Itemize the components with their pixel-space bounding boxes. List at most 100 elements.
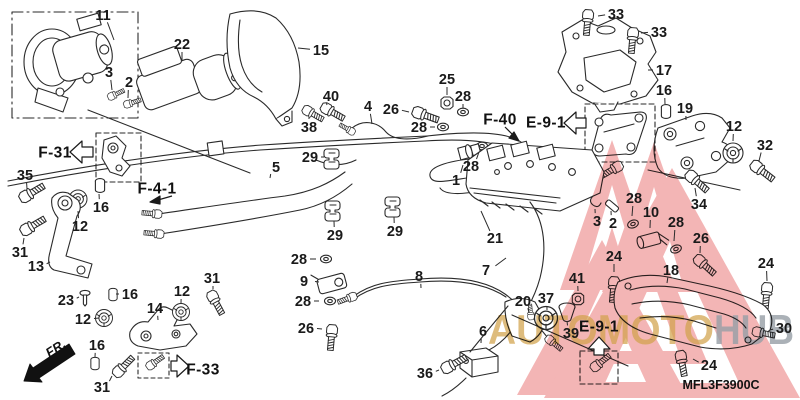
washer-28-drawing — [456, 107, 470, 117]
part-callout-14: 14 — [147, 301, 163, 317]
callout-leader-line — [480, 210, 491, 232]
f31-open-arrow-left-icon — [69, 140, 94, 164]
callout-leader-line — [76, 296, 80, 299]
callout-leader-line — [314, 281, 320, 283]
part-callout-29: 29 — [387, 224, 403, 240]
collar-16-drawing — [108, 287, 118, 302]
part-callout-31: 31 — [12, 245, 28, 261]
part-callout-39: 39 — [563, 326, 579, 342]
callout-leader-line — [22, 237, 25, 245]
part-callout-2: 2 — [609, 216, 617, 232]
part-callout-10: 10 — [643, 205, 659, 221]
callout-leader-line — [495, 257, 507, 267]
part-callout-38: 38 — [301, 120, 317, 136]
cover-drawing — [226, 10, 301, 127]
e91-bracket-drawing — [591, 111, 647, 157]
part-callout-20: 20 — [515, 294, 531, 310]
bolt-31-drawing — [17, 213, 49, 238]
part-callout-28: 28 — [295, 294, 311, 310]
side-bracket-drawing — [647, 112, 741, 191]
f33-open-arrow-right-icon — [170, 354, 190, 378]
part-callout-33: 33 — [608, 7, 624, 23]
part-callout-11: 11 — [95, 8, 110, 24]
part-callout-28: 28 — [463, 159, 479, 175]
part-callout-16: 16 — [656, 83, 672, 99]
f41-arrowhead-icon — [149, 195, 161, 205]
part-callout-15: 15 — [313, 43, 329, 59]
part-callout-17: 17 — [656, 63, 672, 79]
callout-leader-line — [46, 261, 51, 265]
part-callout-26: 26 — [693, 231, 709, 247]
part-callout-18: 18 — [663, 263, 679, 279]
part-callout-24: 24 — [701, 358, 717, 374]
leader-line — [87, 109, 251, 174]
ref-label-f-4-1: F-4-1 — [137, 180, 176, 197]
part-callout-24: 24 — [606, 249, 622, 265]
bolt-drawing — [144, 352, 167, 372]
part-callout-21: 21 — [487, 231, 503, 247]
callout-leader-line — [476, 151, 480, 160]
diagram-code: MFL3F3900C — [682, 378, 759, 392]
f33-dashed-box — [137, 352, 170, 379]
ref-label-e-9-1: E-9-1 — [579, 318, 619, 335]
joint-9-drawing — [310, 272, 348, 295]
part-callout-28: 28 — [291, 252, 307, 268]
callout-leader-line — [297, 47, 311, 50]
callout-leader-line — [566, 320, 568, 326]
e91-open-arrow-up-icon — [587, 336, 611, 356]
watermark-text-gray: HUB — [714, 306, 794, 353]
part-callout-30: 30 — [776, 321, 792, 337]
pipe-joint-1-drawing — [457, 143, 482, 161]
part-callout-41: 41 — [569, 271, 585, 287]
part-callout-9: 9 — [300, 274, 308, 290]
part-callout-26: 26 — [298, 321, 314, 337]
part-callout-2: 2 — [125, 75, 133, 91]
part-callout-3: 3 — [105, 65, 113, 81]
f40-arrowhead-icon — [508, 131, 520, 142]
part-callout-28: 28 — [411, 120, 427, 136]
abs-modulator-drawing — [465, 140, 605, 215]
part-callout-12: 12 — [75, 312, 91, 328]
abs-motor-assembly-drawing — [23, 12, 143, 113]
callout-leader-line — [640, 31, 649, 34]
callout-leader-line — [758, 152, 762, 162]
part-callout-28: 28 — [626, 191, 642, 207]
bracket-14-drawing — [129, 306, 198, 351]
callout-leader-line — [460, 164, 464, 173]
callout-leader-line — [108, 375, 113, 382]
part-callout-37: 37 — [538, 291, 554, 307]
part-callout-23: 23 — [58, 293, 74, 309]
collar-16-drawing — [94, 178, 106, 193]
ref-label-f-33: F-33 — [186, 361, 219, 378]
part-callout-16: 16 — [89, 338, 105, 354]
callout-leader-line — [694, 187, 697, 197]
callout-leader-line — [369, 113, 373, 125]
collar-16-drawing — [90, 356, 100, 371]
part-callout-33: 33 — [651, 25, 667, 41]
upper-bracket-drawing — [557, 17, 659, 113]
ref-label-f-40: F-40 — [483, 111, 516, 128]
part-callout-13: 13 — [28, 259, 44, 275]
part-callout-16: 16 — [93, 200, 109, 216]
bolt-31-drawing — [110, 353, 137, 380]
grommet-12-drawing — [172, 303, 190, 321]
part-callout-4: 4 — [364, 99, 372, 115]
watermark: AUTOMOTO HUB — [488, 140, 800, 398]
callout-leader-line — [110, 79, 113, 91]
callout-leader-line — [692, 358, 699, 363]
callout-leader-line — [326, 103, 328, 106]
callout-leader-line — [269, 173, 272, 179]
part-callout-7: 7 — [482, 263, 490, 279]
part-callout-40: 40 — [323, 89, 339, 105]
part-callout-32: 32 — [757, 138, 773, 154]
e91-open-arrow-left-icon — [563, 111, 587, 135]
pipe-clamp-drawing — [324, 200, 341, 222]
callout-leader-line — [106, 22, 115, 41]
grommet-12-drawing — [722, 142, 744, 164]
nut-25-drawing — [440, 96, 454, 110]
ref-label-e-9-1: E-9-1 — [526, 114, 566, 131]
callout-leader-line — [673, 229, 676, 242]
part-callout-6: 6 — [479, 324, 487, 340]
